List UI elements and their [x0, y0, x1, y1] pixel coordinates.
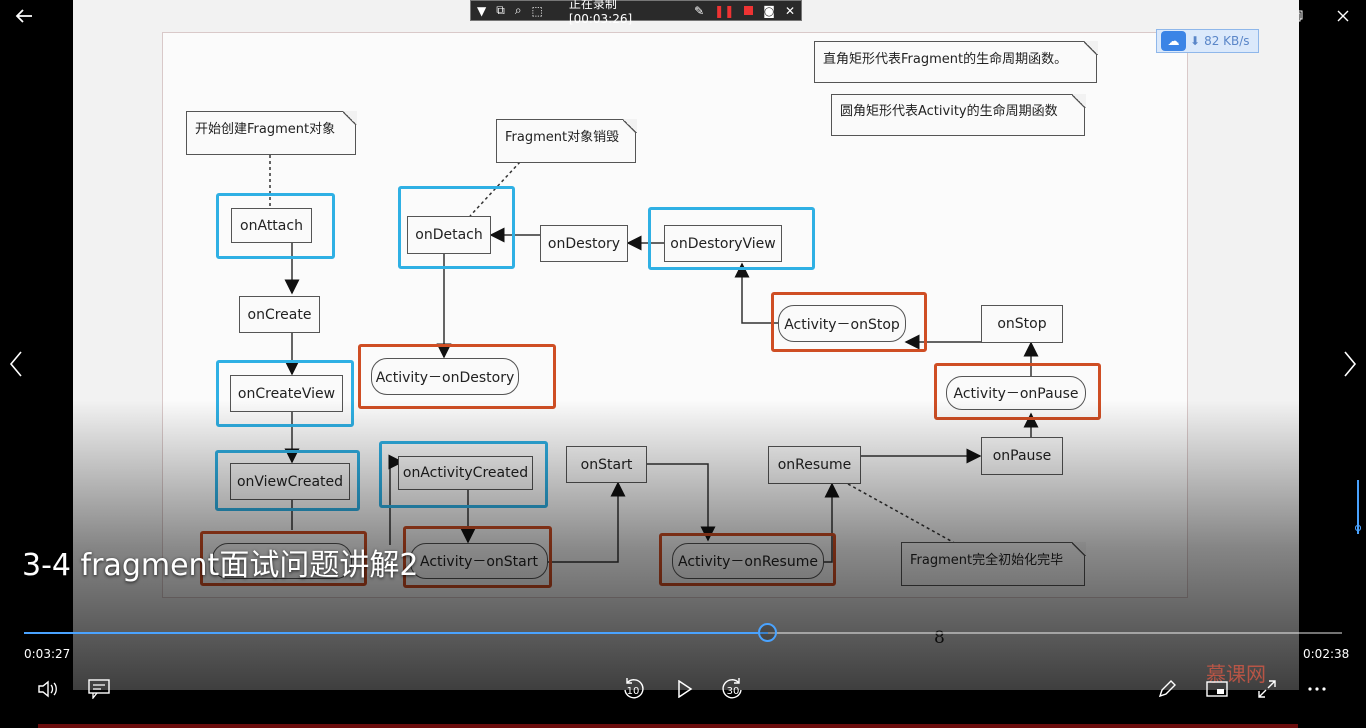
fullscreen-button[interactable]: [1254, 676, 1280, 702]
subtitles-button[interactable]: [86, 676, 112, 702]
rewind-seconds: 10: [626, 686, 640, 697]
node-onactivitycreated: onActivityCreated: [398, 456, 533, 490]
miniplayer-icon: [1206, 681, 1228, 697]
node-act-onresume: Activity－onResume: [672, 543, 824, 579]
stop-icon[interactable]: [744, 6, 754, 15]
chevron-right-icon: [1344, 351, 1357, 377]
node-ondestory: onDestory: [540, 225, 628, 262]
close-recorder-icon[interactable]: ✕: [784, 3, 795, 18]
pause-icon[interactable]: ❚❚: [714, 3, 735, 18]
miniplayer-button[interactable]: [1204, 676, 1230, 702]
chevron-left-icon: [9, 351, 22, 377]
node-act-ondestory: Activity－onDestory: [371, 358, 519, 395]
node-onresume: onResume: [768, 446, 861, 484]
volume-slider[interactable]: [1355, 480, 1361, 534]
time-remaining: 0:02:38: [1303, 647, 1350, 661]
expand-icon: [1258, 680, 1276, 698]
play-button[interactable]: [672, 676, 698, 702]
forward-icon: [722, 678, 742, 699]
next-button[interactable]: [1336, 340, 1364, 388]
arrow-left-icon: [15, 9, 32, 23]
node-oncreateview: onCreateView: [230, 375, 343, 412]
time-elapsed: 0:03:27: [24, 647, 71, 661]
create-note: 开始创建Fragment对象: [186, 110, 357, 155]
node-onpause: onPause: [981, 437, 1063, 475]
rewind-button[interactable]: 10: [620, 676, 646, 702]
download-speed: 82 KB/s: [1204, 34, 1250, 48]
highlight-act-onstop: [771, 292, 927, 352]
back-button[interactable]: [8, 4, 40, 28]
dropdown-icon[interactable]: ▼: [477, 3, 487, 18]
more-button[interactable]: [1304, 676, 1330, 702]
progress-bar[interactable]: [24, 623, 1342, 642]
recording-toolbar: ▼ ⧉ ⌕ ⬚ 正在录制 [00:03:26] ✎ ❚❚ ◙ ✕: [470, 0, 802, 26]
progress-handle[interactable]: [758, 623, 777, 642]
highlight-ondetach: [398, 186, 515, 269]
legend-rect-note: 直角矩形代表Fragment的生命周期函数。: [814, 40, 1098, 83]
rewind-icon: [624, 678, 644, 699]
destroy-note: Fragment对象销毁: [496, 118, 637, 163]
pen-icon[interactable]: ✎: [694, 3, 705, 18]
camera-icon[interactable]: ◙: [763, 3, 775, 18]
subtitle-icon: [88, 679, 110, 699]
close-icon: [1337, 10, 1349, 22]
zoom-icon[interactable]: ⌕: [514, 3, 522, 17]
highlight-onattach: [216, 193, 335, 259]
bottom-edge-bar: [38, 724, 1298, 728]
node-onattach: onAttach: [231, 208, 312, 243]
node-onstart: onStart: [566, 446, 647, 483]
volume-button[interactable]: [36, 676, 62, 702]
slide-page-number: 8: [934, 628, 945, 648]
node-act-onstop: Activity－onStop: [778, 305, 906, 342]
node-act-onstart: Activity－onStart: [410, 543, 548, 579]
pen-icon: [1158, 680, 1176, 698]
complete-note: Fragment完全初始化完毕: [901, 541, 1086, 586]
forward-button[interactable]: 30: [720, 676, 746, 702]
node-ondestoryview: onDestoryView: [664, 225, 782, 262]
region-icon[interactable]: ⬚: [531, 3, 543, 18]
download-arrow-icon: ⬇: [1190, 34, 1201, 48]
window-icon[interactable]: ⧉: [496, 3, 505, 17]
node-act-onpause: Activity－onPause: [946, 376, 1086, 410]
play-icon: [678, 680, 693, 698]
draw-button[interactable]: [1154, 676, 1180, 702]
close-button[interactable]: [1320, 0, 1366, 32]
forward-seconds: 30: [726, 686, 740, 697]
more-icon: [1308, 687, 1326, 691]
recording-status: 正在录制 [00:03:26]: [568, 0, 633, 26]
download-speed-badge[interactable]: ☁ ⬇ 82 KB/s: [1156, 29, 1259, 53]
cloud-icon: ☁: [1161, 31, 1186, 51]
node-onstop: onStop: [981, 305, 1063, 343]
progress-fill: [24, 632, 768, 634]
legend-round-note: 圆角矩形代表Activity的生命周期函数: [831, 93, 1086, 136]
prev-button[interactable]: [2, 340, 30, 388]
node-oncreate: onCreate: [239, 296, 320, 333]
video-title: 3-4 fragment面试问题讲解2: [22, 548, 419, 583]
node-onviewcreated: onViewCreated: [230, 463, 350, 500]
highlight-ondestoryview: [648, 207, 815, 270]
node-ondetach: onDetach: [407, 216, 491, 254]
speaker-icon: [38, 680, 57, 698]
